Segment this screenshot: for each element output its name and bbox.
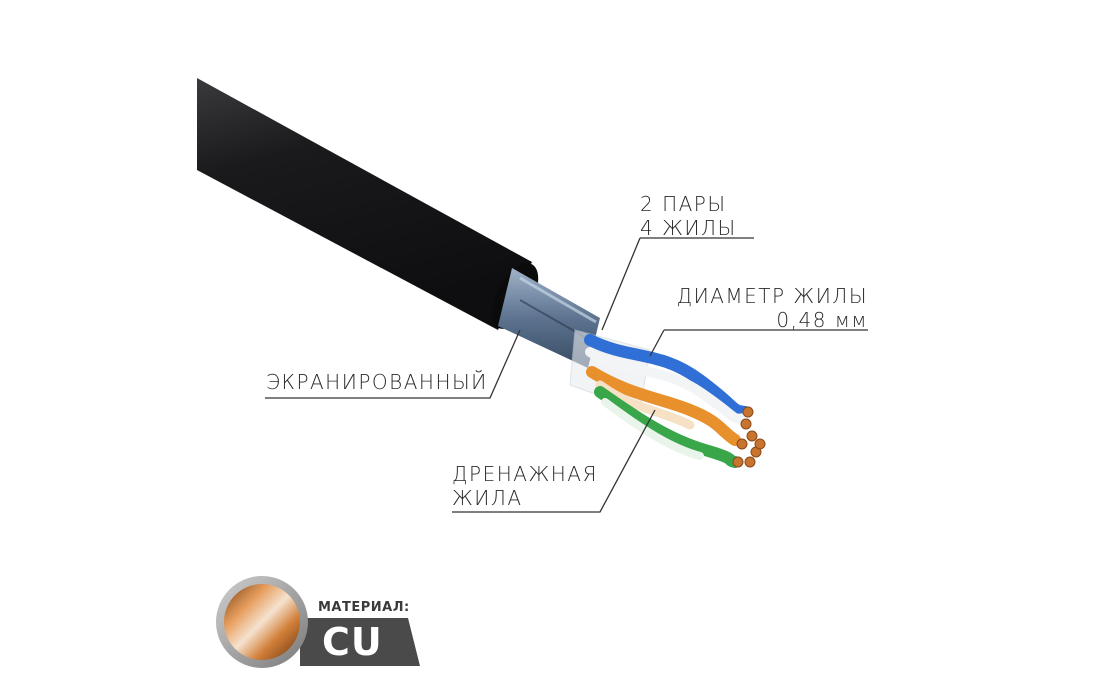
label-pairs: 2 ПАРЫ 4 ЖИЛЫ: [640, 192, 737, 240]
material-label: МАТЕРИАЛ:: [318, 600, 410, 615]
label-diameter-line1: ДИАМЕТР ЖИЛЫ: [676, 284, 868, 308]
twisted-pairs: [584, 334, 751, 468]
copper-conductors: [732, 406, 766, 468]
label-pairs-line2: 4 ЖИЛЫ: [640, 216, 737, 240]
leader-lines: [265, 237, 868, 513]
material-value: CU: [322, 620, 383, 664]
label-pairs-line1: 2 ПАРЫ: [640, 192, 727, 216]
material-badge: [216, 576, 420, 668]
label-diameter-line2: 0,48 мм: [776, 308, 868, 332]
label-drain-line1: ДРЕНАЖНАЯ: [452, 462, 598, 486]
label-drain: ДРЕНАЖНАЯ ЖИЛА: [452, 462, 598, 510]
label-drain-line2: ЖИЛА: [452, 486, 523, 510]
cable-jacket: [197, 78, 539, 330]
label-shield: ЭКРАНИРОВАННЫЙ: [266, 370, 488, 394]
label-diameter: ДИАМЕТР ЖИЛЫ 0,48 мм: [668, 284, 868, 332]
